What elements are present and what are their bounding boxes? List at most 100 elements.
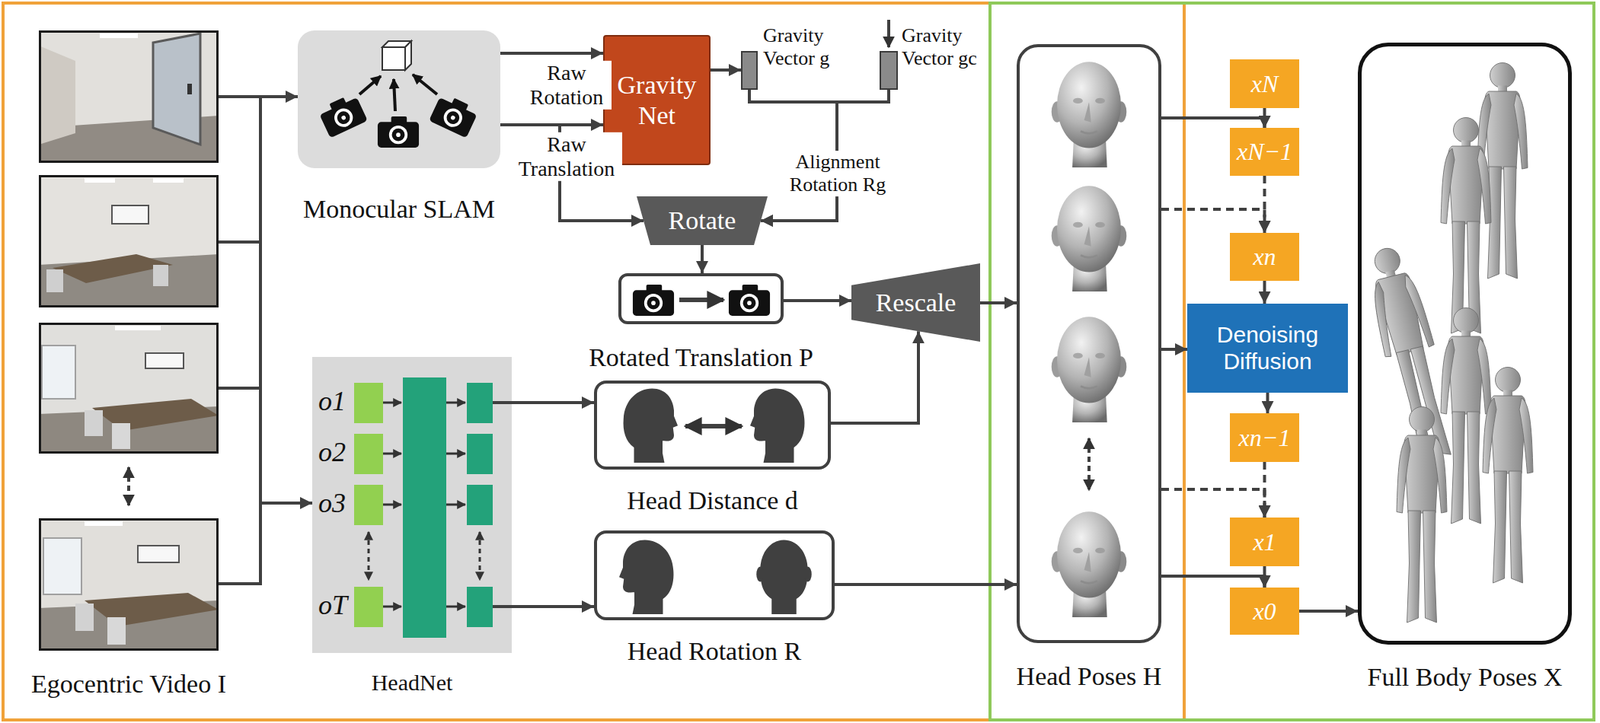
video-frame	[38, 518, 219, 652]
headnet-illustration	[492, 605, 512, 609]
head-distance-icon	[750, 389, 805, 464]
video-frame	[75, 603, 94, 632]
rescale-trapezoid: Rescale	[851, 263, 981, 342]
connector	[1299, 609, 1358, 614]
slam-illustration	[382, 41, 412, 71]
node-text: Gravity Net	[604, 70, 709, 130]
video-frame	[46, 269, 64, 293]
node-text: xn	[1249, 242, 1279, 272]
node-text: xN	[1248, 70, 1282, 99]
shape-fill	[636, 196, 768, 246]
connector	[760, 89, 889, 221]
node-label: Head Distance d	[626, 485, 799, 516]
connector	[1161, 348, 1188, 352]
video-frame	[40, 176, 218, 307]
connector	[1161, 576, 1265, 588]
connector	[218, 95, 298, 99]
video-wires	[218, 386, 261, 390]
video-frame	[92, 399, 219, 432]
headnet-illustration	[466, 587, 493, 628]
slam-illustration	[382, 47, 406, 71]
connector	[1161, 118, 1265, 128]
translation-box: Rotated Translation P	[618, 273, 784, 325]
headnet-illustration	[354, 434, 384, 475]
camera-motion-icon	[632, 284, 770, 317]
edge-label: Alignment Rotation Rg	[778, 150, 898, 197]
headnet-illustration	[354, 485, 384, 526]
full-body-renders	[1482, 367, 1533, 585]
video-frame	[43, 538, 82, 595]
connector	[1263, 566, 1267, 588]
video-frame	[111, 205, 149, 224]
connector	[218, 503, 313, 585]
edge-label: Raw Rotation	[521, 60, 612, 110]
video-wires	[218, 96, 261, 585]
head-pose-renders	[1051, 61, 1128, 618]
gravity-input-arrow	[887, 19, 891, 48]
headnet-illustration	[354, 383, 384, 424]
video-frame	[38, 175, 219, 308]
connector	[1263, 175, 1267, 234]
connector	[1161, 209, 1265, 234]
video-frame	[40, 324, 218, 454]
head-pose-renders	[1051, 316, 1128, 423]
video-frame	[40, 520, 218, 651]
connector	[511, 401, 595, 405]
video-frame	[41, 345, 76, 400]
headnet-box: HeadNeto1o2o3oT	[312, 357, 512, 654]
video-frame	[84, 521, 123, 527]
connector	[1263, 281, 1267, 304]
latent-box: xN−1	[1229, 127, 1300, 176]
headnet-illustration	[466, 434, 493, 475]
slam-illustration	[377, 116, 419, 148]
section-frames	[990, 3, 1594, 721]
video-frame	[38, 322, 219, 454]
node-label: Gravity Vector gc	[901, 24, 987, 71]
head-rotation-icon	[619, 540, 674, 616]
video-frame	[38, 322, 219, 454]
head-rotation-icon	[619, 540, 812, 616]
section-frames	[3, 3, 1594, 721]
connector	[1263, 462, 1267, 518]
input-token: o3	[318, 488, 346, 520]
headnet-illustration	[354, 587, 384, 628]
headnet-illustration	[466, 485, 493, 526]
video-frame	[40, 31, 218, 163]
latent-box: xn	[1229, 233, 1300, 282]
connector	[710, 68, 741, 72]
node-text: x0	[1249, 597, 1279, 626]
full-body-renders	[1396, 407, 1447, 624]
slam-box: Monocular SLAM	[297, 30, 501, 169]
video-frame	[38, 30, 219, 163]
headnet-illustration	[479, 532, 482, 581]
connector	[1266, 392, 1270, 414]
video-frame	[111, 423, 131, 450]
full-body-renders	[1360, 63, 1533, 624]
video-frame	[153, 265, 169, 287]
headnet-illustration	[446, 504, 466, 507]
connector	[783, 299, 852, 303]
video-frame	[153, 33, 201, 145]
video-frame	[137, 546, 179, 563]
slam-illustration	[316, 92, 368, 138]
ellipsis-arrow	[128, 467, 130, 506]
full-body-box: Full Body Poses X	[1357, 42, 1572, 646]
video-frame	[187, 83, 192, 95]
video-frame	[38, 254, 219, 308]
node-text: Rotate	[665, 205, 740, 236]
head-rotation-icon	[619, 540, 674, 616]
node-text: x1	[1249, 528, 1279, 557]
video-frame	[153, 178, 184, 183]
node-text: xn−1	[1235, 424, 1294, 453]
slam-illustration	[359, 74, 438, 112]
head-rotation-box: Head Rotation R	[594, 530, 835, 621]
latent-box: xN	[1229, 59, 1300, 109]
headnet-illustration	[354, 383, 384, 628]
head-distance-icon	[685, 424, 742, 429]
head-distance-icon	[623, 389, 805, 464]
headnet-illustration	[466, 383, 493, 424]
input-token: oT	[318, 590, 348, 622]
video-frame	[84, 178, 115, 183]
